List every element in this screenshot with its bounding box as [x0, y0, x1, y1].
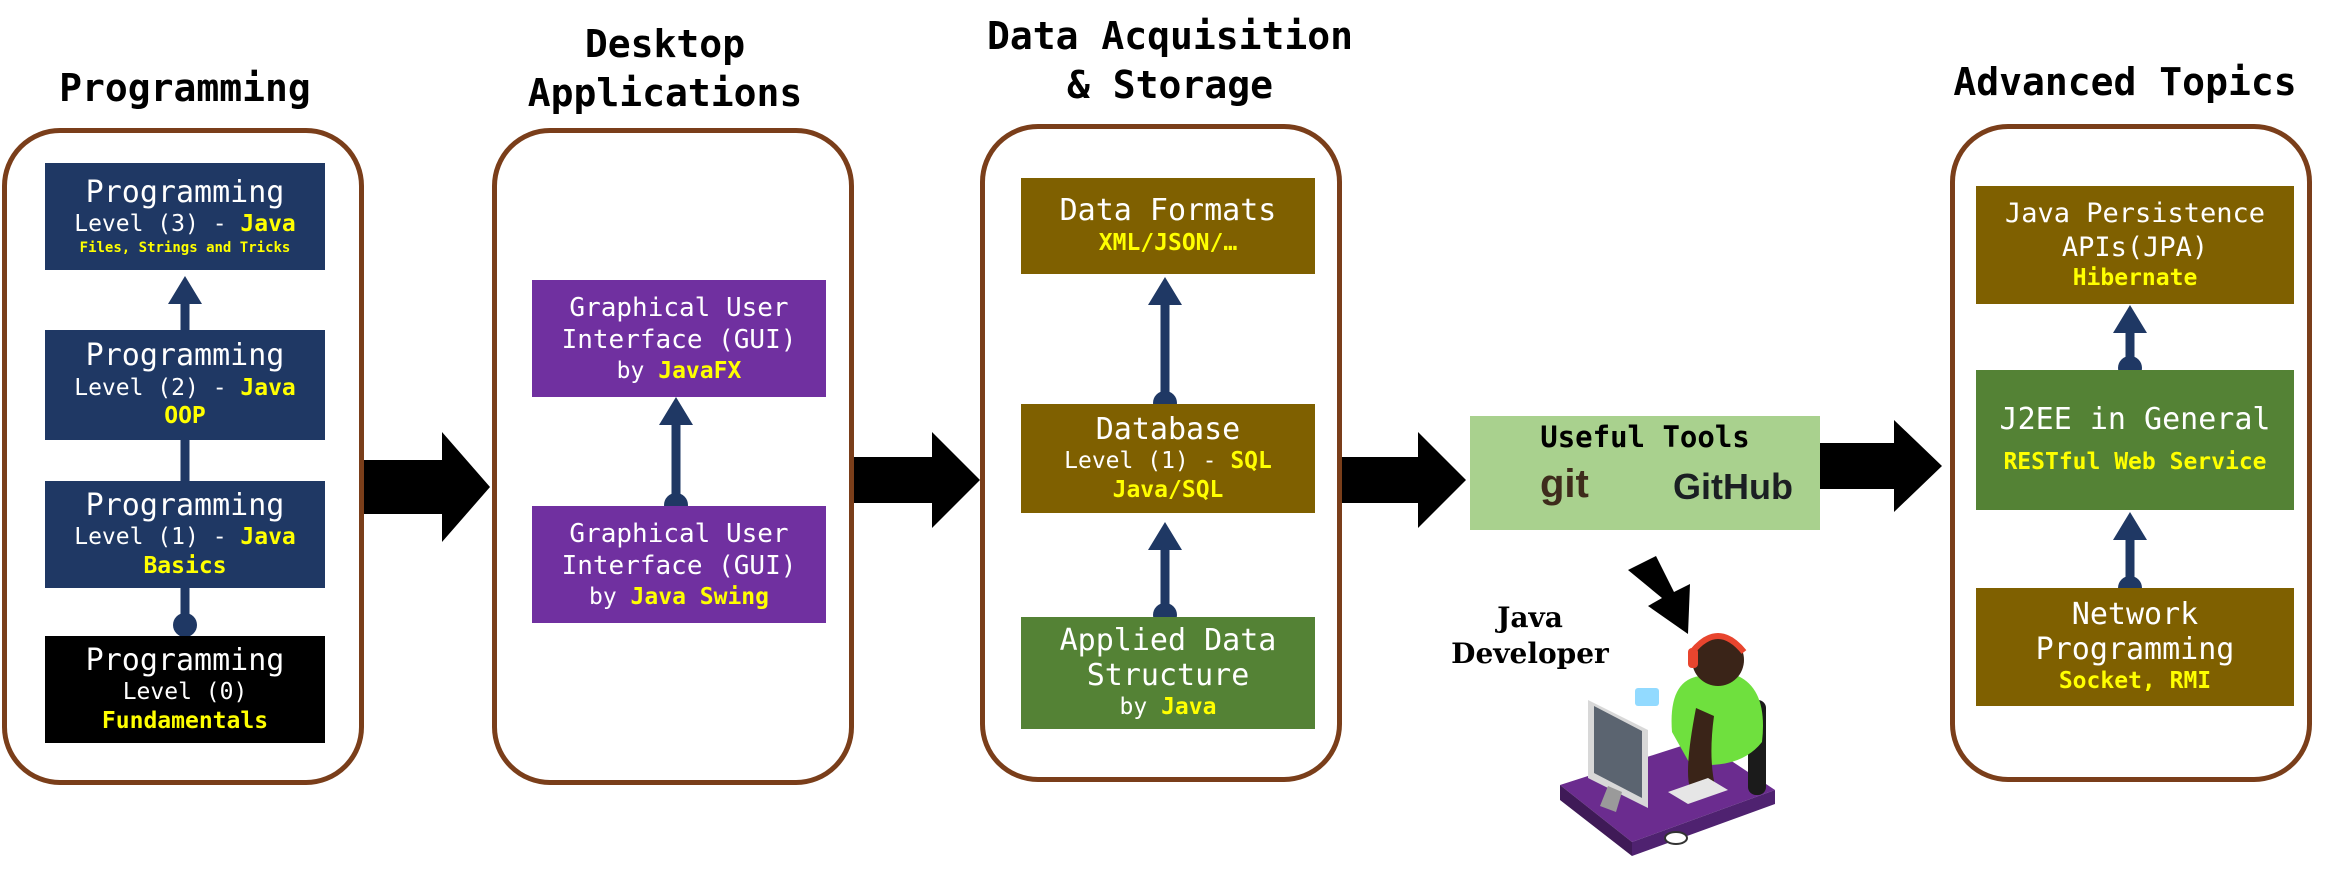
box-heading: Applied Data	[1059, 623, 1277, 659]
box-heading: Programming	[85, 642, 285, 678]
box-subtitle: Level (0)	[122, 679, 248, 705]
box-heading-line2: Structure	[1086, 657, 1250, 693]
box-heading-line2: Interface (GUI)	[561, 325, 797, 356]
jpa-hibernate-box: Java Persistence APIs(JPA) Hibernate	[1976, 186, 2294, 304]
gui-javafx-box: Graphical User Interface (GUI) by JavaFX	[532, 280, 826, 397]
stage-title-line: Data Acquisition	[986, 14, 1354, 58]
box-level: Level (2) -	[74, 374, 241, 401]
applied-data-structure-box: Applied Data Structure by Java	[1021, 617, 1315, 729]
box-heading: Data Formats	[1059, 193, 1277, 229]
box-heading-line2: Interface (GUI)	[561, 551, 797, 582]
data-formats-box: Data Formats XML/JSON/…	[1021, 178, 1315, 274]
connector-data-structure-to-database	[1148, 522, 1182, 627]
box-language: Java	[240, 374, 296, 401]
box-heading: Database	[1095, 411, 1241, 447]
developer-label-line: Java	[1497, 601, 1563, 634]
box-subtitle: Level (3) - Java	[74, 210, 296, 239]
j2ee-box: J2EE in General RESTful Web Service	[1976, 370, 2294, 510]
box-subtitle: RESTful Web Service	[2003, 448, 2267, 475]
stage-title-line: Desktop	[584, 22, 746, 66]
network-programming-box: Network Programming Socket, RMI	[1976, 588, 2294, 706]
box-subtitle: by JavaFX	[617, 357, 742, 386]
box-subtitle: Level (1) - SQL	[1064, 447, 1272, 476]
box-level: Level (3) -	[74, 211, 241, 238]
git-label: git	[1540, 462, 1589, 506]
box-technology: JavaFX	[658, 357, 742, 384]
flow-arrow-2	[854, 432, 980, 528]
box-language: Java	[240, 211, 296, 238]
gui-swing-box: Graphical User Interface (GUI) by Java S…	[532, 506, 826, 623]
database-box: Database Level (1) - SQL Java/SQL	[1021, 404, 1315, 513]
programming-level-0-box: Programming Level (0) Fundamentals	[45, 636, 325, 743]
box-subtitle: Level (2) - Java	[74, 374, 296, 403]
connector-network-to-j2ee	[2113, 512, 2147, 600]
box-heading: Network	[2071, 597, 2199, 633]
stage-title-line: & Storage	[1067, 63, 1273, 108]
connector-gui	[659, 397, 693, 517]
github-label: GitHub	[1673, 466, 1793, 507]
java-developer-label: Java Developer	[1450, 600, 1610, 673]
connector-j2ee-to-jpa	[2113, 305, 2147, 380]
box-topic: Fundamentals	[101, 707, 269, 734]
stage-title-programming: Programming	[59, 66, 311, 110]
programming-level-3-box: Programming Level (3) - Java Files, Stri…	[45, 163, 325, 270]
box-language: Java	[240, 524, 296, 550]
box-topic: Hibernate	[2072, 265, 2198, 292]
box-topic: Java/SQL	[1112, 476, 1224, 503]
useful-tools-box: Useful Tools	[1470, 416, 1820, 530]
stage-title-line: Applications	[527, 71, 803, 116]
developer-label-line: Developer	[1451, 637, 1609, 671]
box-technology: Java	[1161, 694, 1217, 721]
programming-level-2-box: Programming Level (2) - Java OOP	[45, 330, 325, 440]
box-by: by	[616, 357, 659, 384]
box-topic: Files, Strings and Tricks	[79, 240, 291, 257]
box-subtitle: by Java	[1120, 693, 1217, 722]
box-subtitle: by Java Swing	[589, 583, 769, 612]
box-heading: Programming	[85, 174, 285, 210]
box-subtitle: Level (1) - Java	[74, 523, 296, 552]
box-subtitle: XML/JSON/…	[1098, 229, 1238, 256]
stage-title-advanced-topics: Advanced Topics	[1953, 60, 2297, 104]
box-by: by	[588, 583, 631, 610]
flow-arrow-1	[364, 432, 490, 542]
flow-arrow-4	[1818, 420, 1942, 512]
box-heading: Programming	[85, 338, 285, 373]
box-by: by	[1119, 694, 1162, 721]
box-topic: OOP	[164, 403, 206, 430]
programming-level-1-box: Programming Level (1) - Java Basics	[45, 481, 325, 588]
stage-title-desktop-applications: Desktop Applications	[490, 20, 840, 119]
box-technology: Java Swing	[630, 583, 770, 610]
box-topic: Basics	[143, 552, 227, 579]
useful-tools-title: Useful Tools	[1540, 420, 1750, 454]
connector-database-to-formats	[1148, 277, 1182, 415]
box-heading: Graphical User	[569, 292, 789, 323]
flow-arrow-to-developer	[1628, 556, 1690, 634]
box-heading: Graphical User	[569, 518, 789, 549]
flow-arrow-3	[1342, 432, 1466, 528]
developer-at-computer-icon	[1560, 633, 1775, 856]
stage-title-data-acquisition: Data Acquisition & Storage	[960, 12, 1380, 111]
box-heading: J2EE in General	[1999, 402, 2271, 438]
box-heading: Java Persistence	[2004, 197, 2266, 229]
box-level: Level (1) -	[1064, 448, 1231, 474]
box-topic: Socket, RMI	[2058, 668, 2212, 695]
box-heading: Programming	[85, 487, 285, 523]
box-heading-line2: Programming	[2035, 631, 2235, 667]
box-level: Level (1) -	[74, 524, 241, 550]
box-language: SQL	[1230, 448, 1272, 474]
box-heading-line2: APIs(JPA)	[2061, 231, 2209, 263]
